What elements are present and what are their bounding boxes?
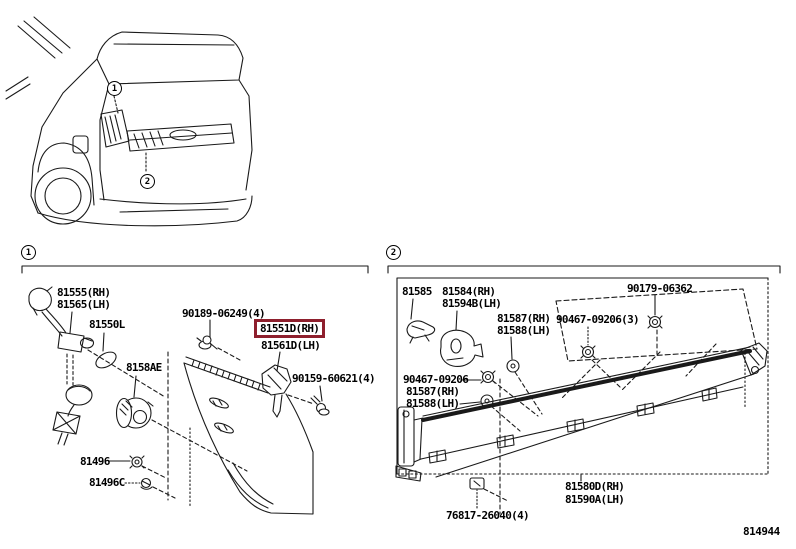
part-label-81496c[interactable]: 81496C	[89, 476, 125, 489]
section1-bracket	[21, 265, 369, 274]
vehicle-callout-1[interactable]: 1	[107, 81, 122, 96]
screw-90189-drawing	[196, 335, 218, 350]
nut-81496-drawing	[129, 455, 145, 469]
section1-leader-lines	[69, 311, 323, 484]
part-label-90189[interactable]: 90189-06249(4)	[182, 307, 266, 320]
part-label-81594b-lh[interactable]: 81594B(LH)	[442, 297, 502, 310]
screw-90159-drawing	[310, 395, 330, 416]
screw-81587-upper-drawing	[506, 359, 520, 373]
part-label-90467[interactable]: 90467-09206	[403, 373, 469, 386]
part-label-81584-rh[interactable]: 81584(RH)	[442, 285, 496, 298]
section2-leader-lines	[410, 294, 656, 515]
nut-90467-left-drawing	[480, 370, 496, 384]
vehicle-callout-2[interactable]: 2	[140, 174, 155, 189]
lamp-lens-drawing	[183, 356, 314, 515]
section2-bracket	[387, 265, 781, 274]
section2-callout[interactable]: 2	[386, 245, 401, 260]
section2-box	[396, 277, 769, 475]
nut-90179-drawing	[647, 315, 663, 329]
part-label-8158ae[interactable]: 8158AE	[126, 361, 162, 374]
part-label-81585[interactable]: 81585	[402, 285, 432, 298]
clip-76817-drawing	[469, 477, 485, 490]
section1-callout[interactable]: 1	[21, 245, 36, 260]
part-label-81550l[interactable]: 81550L	[89, 318, 125, 331]
part-label-81580d-rh[interactable]: 81580D(RH)	[565, 480, 625, 493]
section1-construction-lines	[87, 347, 315, 507]
part-label-90179[interactable]: 90179-06362	[627, 282, 693, 295]
part-label-81555-rh[interactable]: 81555(RH)	[57, 286, 111, 299]
socket-8158ae-drawing	[115, 397, 154, 429]
retainer-81551d-drawing	[261, 364, 292, 418]
part-label-81561d-lh[interactable]: 81561D(LH)	[261, 339, 321, 352]
garnish-81580d-drawing	[395, 288, 768, 482]
part-label-81590a-lh[interactable]: 81590A(LH)	[565, 493, 625, 506]
part-label-81588-lh-upper[interactable]: 81588(LH)	[497, 324, 551, 337]
clip-81585-drawing	[406, 320, 436, 344]
part-label-81496[interactable]: 81496	[80, 455, 110, 468]
gasket-81550l-drawing	[95, 351, 117, 369]
part-label-81587-rh-lower[interactable]: 81587(RH)	[406, 385, 460, 398]
part-label-90159[interactable]: 90159-60621(4)	[292, 372, 376, 385]
part-label-81551d-highlighted[interactable]: 81551D(RH)	[254, 319, 326, 338]
harness-drawing	[28, 286, 95, 446]
part-label-90467-x3[interactable]: 90467-09206(3)	[556, 313, 640, 326]
grommet-81584-drawing	[440, 329, 484, 367]
figure-number: 814944	[743, 525, 780, 538]
nut-90467x3-drawing	[580, 345, 596, 359]
part-label-81587-rh-upper[interactable]: 81587(RH)	[497, 312, 551, 325]
part-label-76817[interactable]: 76817-26040(4)	[446, 509, 530, 522]
part-label-81565-lh[interactable]: 81565(LH)	[57, 298, 111, 311]
part-label-81588-lh-lower[interactable]: 81588(LH)	[406, 397, 460, 410]
screw-81496c-drawing	[140, 477, 153, 490]
vehicle-rear-illustration	[5, 16, 253, 227]
